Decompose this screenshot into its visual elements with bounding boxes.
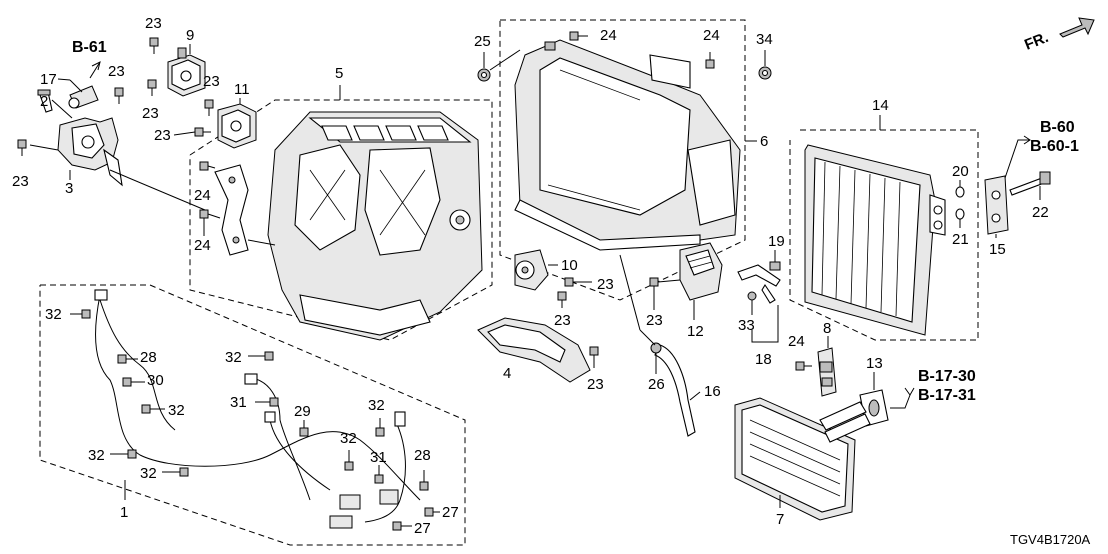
label-part-5: 5	[335, 65, 343, 82]
label-part-2: 2	[40, 93, 48, 110]
part-2-bolt	[37, 89, 53, 113]
label-part-23-j: 23	[646, 312, 663, 329]
part-8-bracket	[817, 347, 837, 397]
label-part-27-a: 27	[442, 504, 459, 521]
wire-harness-group-box	[39, 284, 466, 546]
label-part-26: 26	[648, 376, 665, 393]
label-part-31-a: 31	[230, 394, 247, 411]
part-22-bolt	[1009, 171, 1051, 196]
label-part-23-c: 23	[142, 105, 159, 122]
part-15-expansion-valve	[984, 175, 1009, 235]
part-3-mode-motor-bracket	[57, 117, 123, 187]
part-9-air-mix-actuator	[167, 47, 206, 97]
part-16-drain-hose	[654, 344, 696, 437]
label-part-15: 15	[989, 241, 1006, 258]
part-34-grommet	[758, 66, 772, 80]
ref-b-60-1[interactable]: B-60-1	[1030, 138, 1079, 155]
evaporator-group-box	[789, 129, 979, 341]
part-17-sensor	[68, 85, 99, 109]
label-part-7: 7	[776, 511, 784, 528]
label-part-16: 16	[704, 383, 721, 400]
label-part-12: 12	[687, 323, 704, 340]
label-part-3: 3	[65, 180, 73, 197]
label-part-4: 4	[503, 365, 511, 382]
label-part-32-f: 32	[340, 430, 357, 447]
part-20-o-ring	[955, 186, 965, 198]
label-part-31-b: 31	[370, 449, 387, 466]
label-part-17: 17	[40, 71, 57, 88]
label-part-32-a: 32	[45, 306, 62, 323]
diagram-code: TGV4B1720A	[1010, 532, 1091, 547]
label-part-24-d: 24	[703, 27, 720, 44]
part-19-sensor-clip	[769, 261, 781, 271]
label-part-19: 19	[768, 233, 785, 250]
label-part-24-b: 24	[194, 237, 211, 254]
part-7-heater-core	[734, 397, 871, 521]
label-part-34: 34	[756, 31, 773, 48]
ref-b-17-31[interactable]: B-17-31	[918, 387, 976, 404]
label-part-32-b: 32	[225, 349, 242, 366]
label-part-32-c: 32	[168, 402, 185, 419]
label-part-23-i: 23	[587, 376, 604, 393]
label-part-9: 9	[186, 27, 194, 44]
part-bracket-24	[199, 161, 249, 256]
label-part-32-d: 32	[88, 447, 105, 464]
label-part-21: 21	[952, 231, 969, 248]
label-part-23-h: 23	[554, 312, 571, 329]
label-part-23-f: 23	[12, 173, 29, 190]
label-part-11: 11	[234, 81, 250, 98]
label-part-24-a: 24	[194, 187, 211, 204]
part-5-heater-unit	[267, 111, 483, 341]
label-part-28-b: 28	[414, 447, 431, 464]
heater-unit-group-box	[189, 99, 493, 341]
label-part-8: 8	[823, 320, 831, 337]
label-part-32-e: 32	[140, 465, 157, 482]
ref-b-17-30[interactable]: B-17-30	[918, 368, 976, 385]
label-part-28-a: 28	[140, 349, 157, 366]
label-part-23-e: 23	[154, 127, 171, 144]
part-33-temperature-sensor	[737, 264, 781, 304]
part-12-power-transistor	[679, 242, 723, 301]
label-part-13: 13	[866, 355, 883, 372]
label-part-23-g: 23	[597, 276, 614, 293]
screw-24-icon	[569, 31, 812, 371]
label-part-10: 10	[561, 257, 578, 274]
label-part-18: 18	[755, 351, 772, 368]
part-14-evaporator-core	[804, 144, 946, 336]
part-4-duct	[477, 317, 591, 383]
label-part-23-d: 23	[203, 73, 220, 90]
label-part-6: 6	[760, 133, 768, 150]
part-21-o-ring	[955, 208, 965, 220]
label-part-23-b: 23	[108, 63, 125, 80]
label-part-20: 20	[952, 163, 969, 180]
label-part-22: 22	[1032, 204, 1049, 221]
front-direction-arrow: FR.	[1022, 17, 1095, 54]
ref-b-60[interactable]: B-60	[1040, 119, 1075, 136]
ref-b-61[interactable]: B-61	[72, 39, 107, 56]
fr-marker-label: FR.	[1022, 29, 1051, 54]
fr-arrow-icon	[1059, 17, 1095, 38]
part-25-grommet	[477, 68, 491, 82]
label-part-23-a: 23	[145, 15, 162, 32]
part-10-motor	[514, 249, 549, 291]
label-part-25: 25	[474, 33, 491, 50]
part-6-evaporator-case	[514, 39, 741, 251]
label-part-32-g: 32	[368, 397, 385, 414]
label-part-27-b: 27	[414, 520, 431, 537]
part-1-wire-harness	[94, 289, 421, 529]
part-26-clip	[650, 342, 662, 354]
label-part-1: 1	[120, 504, 128, 521]
screw-23-icon	[17, 37, 214, 156]
label-part-24-e: 24	[788, 333, 805, 350]
part-11-mode-actuator	[217, 103, 257, 149]
label-part-29: 29	[294, 403, 311, 420]
label-part-33: 33	[738, 317, 755, 334]
label-part-24-c: 24	[600, 27, 617, 44]
label-part-14: 14	[872, 97, 889, 114]
label-part-30: 30	[147, 372, 164, 389]
